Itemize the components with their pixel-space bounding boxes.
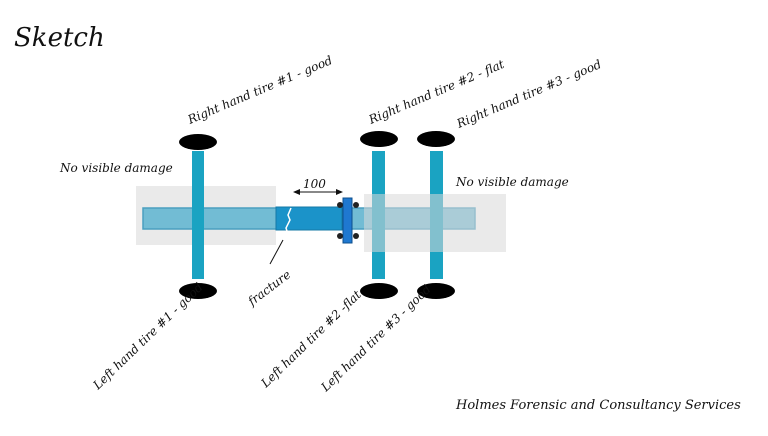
sketch-title: Sketch — [14, 23, 105, 53]
label-left-tire-2: Left hand tire #2 -flat — [258, 287, 364, 390]
label-fracture: fracture — [245, 267, 294, 309]
tire-right-3 — [417, 131, 455, 147]
label-damage-right: No visible damage — [455, 175, 569, 189]
dimension-label: 100 — [303, 177, 326, 191]
tire-left-2 — [360, 283, 398, 299]
tire-right-1 — [179, 134, 217, 150]
fracture-crack — [282, 207, 292, 241]
coupler-flange — [337, 197, 359, 244]
dimension-arrow — [293, 189, 343, 195]
footer-credit: Holmes Forensic and Consultancy Services — [455, 398, 741, 413]
axle-1 — [192, 151, 204, 279]
tire-left-3 — [417, 283, 455, 299]
tire-right-2 — [360, 131, 398, 147]
label-damage-left: No visible damage — [59, 161, 173, 175]
frame-middle-section — [275, 206, 343, 231]
label-right-tire-1: Right hand tire #1 - good — [185, 53, 335, 127]
fracture-leader-line — [269, 239, 284, 265]
damage-zone-right — [364, 194, 506, 252]
label-left-tire-1: Left hand tire #1 - good — [90, 280, 206, 393]
tire-left-1 — [179, 283, 217, 299]
